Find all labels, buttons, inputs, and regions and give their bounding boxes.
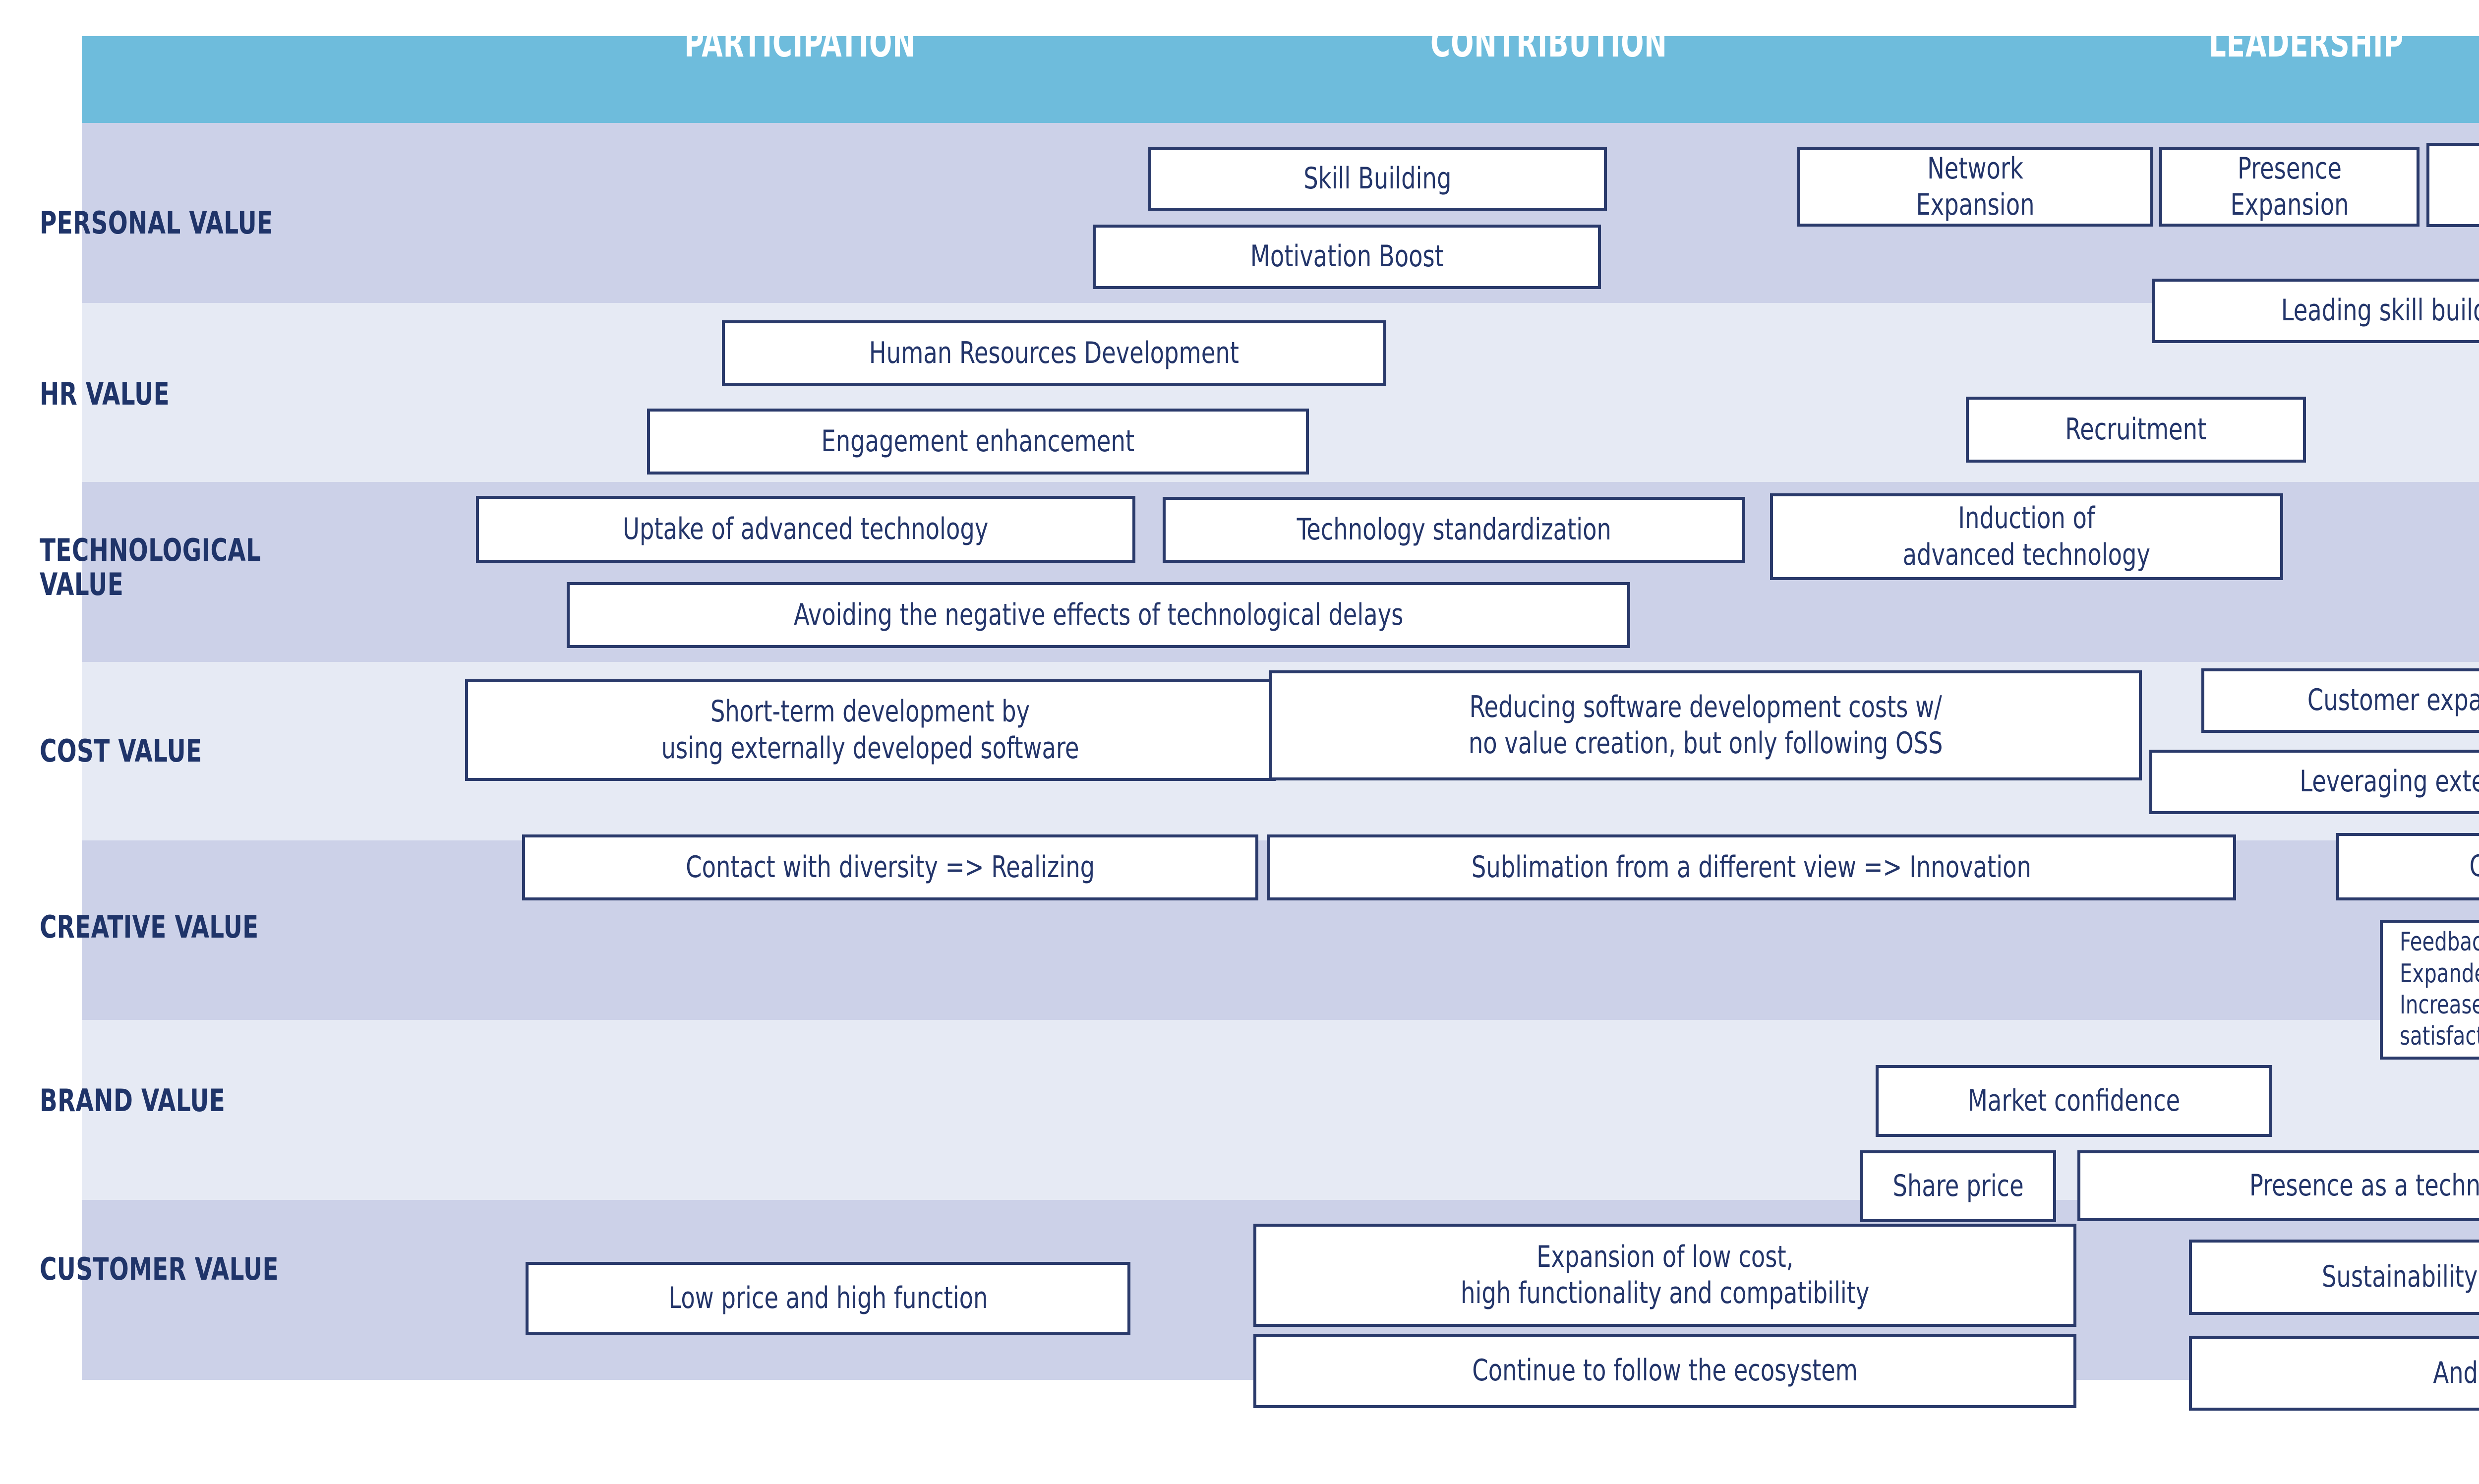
column-header-leadership: LEADERSHIP [2209,21,2404,66]
item-box-label: Short-term development by using external… [661,694,1079,766]
item-box-recruitment[interactable]: Recruitment [1966,397,2306,463]
item-box-label: Recruitment [2065,412,2207,447]
row-label-brand-value: BRAND VALUE [40,1082,226,1119]
item-box-customer-expansion[interactable]: Customer expansion [2201,668,2479,733]
item-box-label: Market confidence [1967,1083,2181,1118]
item-box-label: Leading skill building [2281,293,2479,328]
item-box-human-resources-development[interactable]: Human Resources Development [722,320,1386,386]
item-box-label: Skill Building [1303,161,1452,196]
item-box-presence-as-technology-company[interactable]: Presence as a technology company [2077,1150,2479,1221]
item-box-presence-expansion[interactable]: Presence Expansion [2159,147,2420,227]
item-box-engagement-enhancement[interactable]: Engagement enhancement [647,409,1309,475]
item-box-label: Low price and high function [668,1281,988,1316]
item-box-feedback-expanded-usage[interactable]: Feedback, Expanded usage, Increase custo… [2380,920,2479,1060]
item-box-label: Human Resources Development [869,335,1240,370]
item-box-leading-skill-building[interactable]: Leading skill building [2152,279,2479,343]
item-box-label: Sustainability of service/product [2322,1259,2478,1295]
column-header-contribution: CONTRIBUTION [1430,21,1667,66]
item-box-label: Share price [1892,1168,2024,1203]
column-header-participation: PARTICIPATION [684,21,916,66]
item-box-label: Avoiding the negative effects of technol… [793,597,1404,632]
item-box-and-more[interactable]: And more??? [2189,1336,2479,1411]
item-box-reducing-software-development-costs[interactable]: Reducing software development costs w/ n… [1269,670,2142,780]
row-label-cost-value: COST VALUE [40,733,202,769]
item-box-share-price[interactable]: Share price [1860,1150,2056,1222]
item-box-market-confidence[interactable]: Market confidence [1876,1065,2272,1137]
item-box-contact-with-diversity[interactable]: Contact with diversity => Realizing [522,834,1258,900]
item-box-avoiding-negative-effects-delays[interactable]: Avoiding the negative effects of technol… [567,582,1630,648]
item-box-sublimation-different-view[interactable]: Sublimation from a different view => Inn… [1267,834,2236,900]
item-box-uptake-advanced-technology[interactable]: Uptake of advanced technology [476,496,1135,563]
item-box-label: Customer expansion [2307,683,2479,718]
item-box-label: Induction of advanced technology [1902,501,2151,572]
row-label-personal-value: PERSONAL VALUE [40,205,273,241]
item-box-network-expansion[interactable]: Network Expansion [1797,147,2153,227]
item-box-low-price-high-function[interactable]: Low price and high function [526,1262,1130,1335]
item-box-label: Technology standardization [1297,512,1611,547]
item-box-label: Continue to follow the ecosystem [1472,1353,1858,1388]
item-box-label: Reducing software development costs w/ n… [1468,689,1943,761]
item-box-sustainability-service-product[interactable]: Sustainability of service/product [2189,1240,2479,1315]
item-box-skill-building[interactable]: Skill Building [1148,147,1607,211]
item-box-label: Gaining Community [2470,848,2479,885]
item-box-gaining-community[interactable]: Gaining Community [2336,833,2479,900]
item-box-label: Sublimation from a different view => Inn… [1471,849,2032,885]
item-box-expansion-low-cost[interactable]: Expansion of low cost, high functionalit… [1253,1224,2076,1327]
item-box-label: Feedback, Expanded usage, Increase custo… [2400,927,2479,1052]
item-box-label: Presence Expansion [2230,151,2349,222]
item-box-label: And more??? [2433,1356,2479,1391]
item-box-motivation-boost[interactable]: Motivation Boost [1093,225,1601,289]
item-box-gathering-info-automatically[interactable]: Gathering info/etc automatically [2426,143,2479,227]
column-header-bar [82,36,2479,123]
row-label-hr-value: HR VALUE [40,376,170,412]
item-box-label: Contact with diversity => Realizing [685,849,1095,885]
item-box-continue-follow-ecosystem[interactable]: Continue to follow the ecosystem [1253,1334,2076,1408]
item-box-short-term-development[interactable]: Short-term development by using external… [465,679,1276,781]
item-box-leveraging-external-resources[interactable]: Leveraging external resources [2149,750,2479,814]
item-box-label: Expansion of low cost, high functionalit… [1460,1239,1870,1310]
item-box-induction-advanced-technology[interactable]: Induction of advanced technology [1770,493,2283,580]
item-box-label: Presence as a technology company [2249,1168,2479,1203]
row-label-technological-value: TECHNOLOGICAL VALUE [40,532,261,603]
item-box-label: Leveraging external resources [2300,764,2479,799]
item-box-label: Uptake of advanced technology [623,511,989,546]
item-box-label: Network Expansion [1916,151,2035,222]
row-label-customer-value: CUSTOMER VALUE [40,1251,279,1287]
item-box-label: Engagement enhancement [821,423,1135,459]
row-label-creative-value: CREATIVE VALUE [40,909,259,945]
item-box-technology-standardization[interactable]: Technology standardization [1163,497,1745,563]
item-box-label: Motivation Boost [1250,239,1444,274]
